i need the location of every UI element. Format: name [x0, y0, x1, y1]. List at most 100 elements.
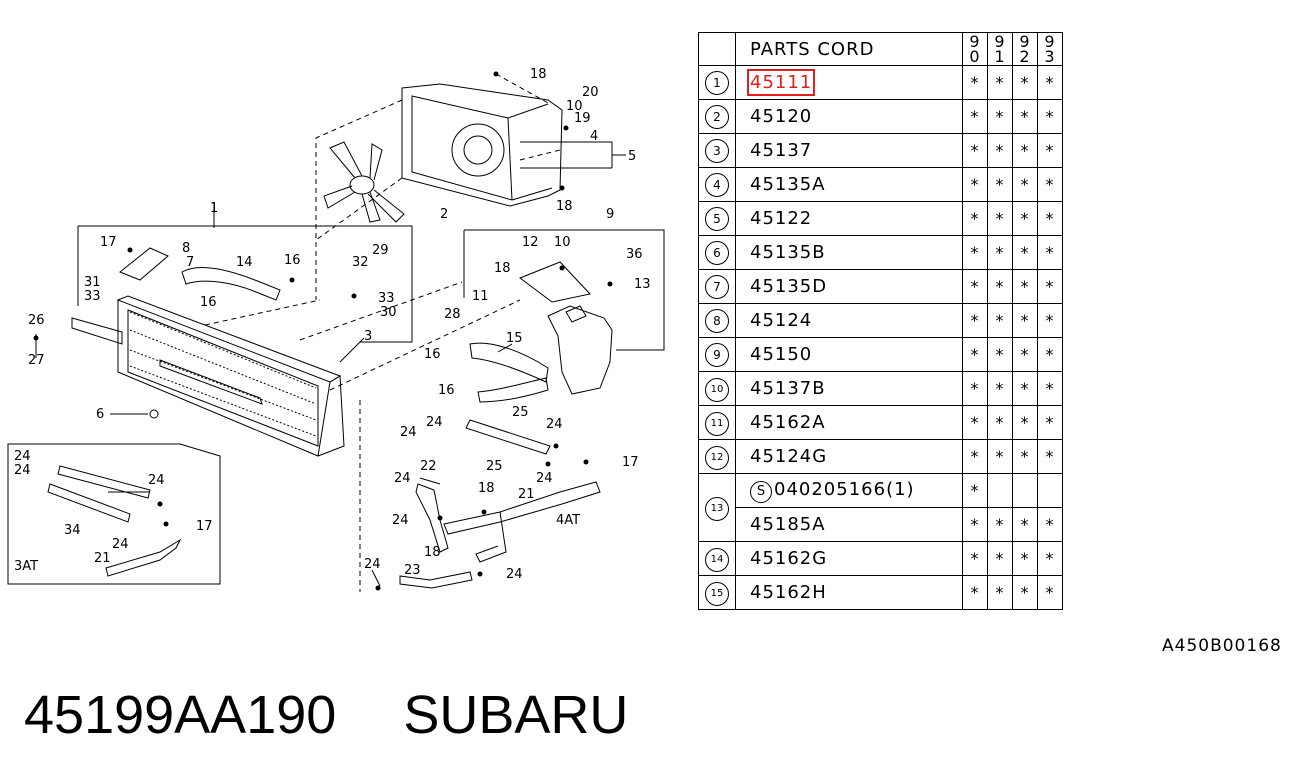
- part-code[interactable]: 45137B: [750, 378, 826, 399]
- ref-number: 5: [698, 201, 736, 236]
- applicability-mark: *: [962, 269, 988, 304]
- diagram-label: 12: [522, 235, 539, 250]
- radiator: [71, 295, 345, 457]
- ref-circle: 9: [705, 342, 729, 367]
- part-code[interactable]: 45111: [746, 69, 816, 96]
- part-code[interactable]: 45150: [750, 344, 813, 365]
- applicability-mark: [1012, 473, 1038, 508]
- applicability-mark: *: [1037, 167, 1063, 202]
- diagram-label: 5: [628, 149, 636, 164]
- footer: 45199AA190 SUBARU: [24, 684, 680, 746]
- applicability-mark: *: [962, 507, 988, 542]
- ref-circle: 13: [705, 496, 729, 521]
- part-code[interactable]: 45162G: [750, 548, 828, 569]
- diagram-label: 14: [236, 255, 253, 270]
- ref-number: 2: [698, 99, 736, 134]
- applicability-mark: *: [1037, 99, 1063, 134]
- applicability-mark: *: [1012, 575, 1038, 610]
- ref-number: 8: [698, 303, 736, 338]
- diagram-label: 23: [404, 563, 421, 578]
- ref-number: 11: [698, 405, 736, 440]
- diagram-label: 25: [486, 459, 503, 474]
- diagram-label: 16: [200, 295, 217, 310]
- ref-circle: 11: [705, 411, 729, 436]
- ref-circle: 15: [705, 581, 729, 606]
- part-code-cell: 45137: [735, 133, 963, 168]
- part-code[interactable]: 45135A: [750, 174, 826, 195]
- ref-circle: 8: [705, 308, 729, 333]
- part-code[interactable]: 45135D: [750, 276, 828, 297]
- diagram-label: 31: [84, 275, 101, 290]
- diagram-code: A450B00168: [1162, 636, 1282, 656]
- diagram-label: 17: [622, 455, 639, 470]
- diagram-label: 36: [626, 247, 643, 262]
- part-code-cell: 45135A: [735, 167, 963, 202]
- diagram-label: 3AT: [14, 559, 38, 574]
- part-code[interactable]: 45162A: [750, 412, 826, 433]
- ref-circle: 5: [705, 206, 729, 231]
- applicability-mark: *: [962, 405, 988, 440]
- diagram-label: 33: [378, 291, 395, 306]
- reserve-tank: [547, 305, 613, 395]
- applicability-mark: *: [1012, 405, 1038, 440]
- part-code[interactable]: 040205166(1): [774, 478, 915, 500]
- diagram-labels: 18 20 10 19 4 5 2 18 1 9 17 8 7 14 16 29…: [14, 67, 651, 582]
- applicability-mark: [987, 473, 1013, 508]
- part-code[interactable]: 45185A: [750, 514, 826, 535]
- diagram-label: 21: [518, 487, 535, 502]
- applicability-mark: *: [987, 575, 1013, 610]
- part-code[interactable]: 45124: [750, 310, 813, 331]
- diagram-label: 22: [420, 459, 437, 474]
- applicability-mark: *: [962, 201, 988, 236]
- part-code-cell: 45162H: [735, 575, 963, 610]
- part-code[interactable]: 45162H: [750, 582, 827, 603]
- applicability-mark: *: [1012, 337, 1038, 372]
- ref-number: 6: [698, 235, 736, 270]
- diagram-label: 24: [394, 471, 411, 486]
- diagram-label: 10: [566, 99, 583, 114]
- part-code[interactable]: 45124G: [750, 446, 828, 467]
- part-code-cell: 45185A: [735, 507, 963, 542]
- applicability-mark: *: [1012, 235, 1038, 270]
- diagram-label: 28: [444, 307, 461, 322]
- part-code[interactable]: 45137: [750, 140, 813, 161]
- diagram-label: 25: [512, 405, 529, 420]
- diagram-label: 18: [478, 481, 495, 496]
- diagram-label: 4AT: [556, 513, 580, 528]
- diagram-label: 24: [392, 513, 409, 528]
- diagram-label: 4: [590, 129, 598, 144]
- applicability-mark: *: [1012, 371, 1038, 406]
- part-code-cell: 45120: [735, 99, 963, 134]
- diagram-label: 1: [210, 201, 218, 216]
- diagram-label: 16: [438, 383, 455, 398]
- applicability-mark: *: [987, 167, 1013, 202]
- diagram-label: 26: [28, 313, 45, 328]
- part-code[interactable]: 45135B: [750, 242, 826, 263]
- applicability-mark: *: [962, 167, 988, 202]
- ref-number: 4: [698, 167, 736, 202]
- diagram-label: 24: [426, 415, 443, 430]
- part-code[interactable]: 45120: [750, 106, 813, 127]
- ref-circle: 2: [705, 104, 729, 129]
- diagram-label: 10: [554, 235, 571, 250]
- diagram-label: 16: [424, 347, 441, 362]
- part-code-cell: 45122: [735, 201, 963, 236]
- part-number: 45199AA190: [24, 685, 337, 745]
- part-code-cell: 45162A: [735, 405, 963, 440]
- applicability-mark: *: [962, 337, 988, 372]
- applicability-mark: *: [987, 405, 1013, 440]
- ref-header: [698, 32, 736, 66]
- fan-shroud: [401, 83, 563, 207]
- diagram-label: 16: [284, 253, 301, 268]
- part-code[interactable]: 45122: [750, 208, 813, 229]
